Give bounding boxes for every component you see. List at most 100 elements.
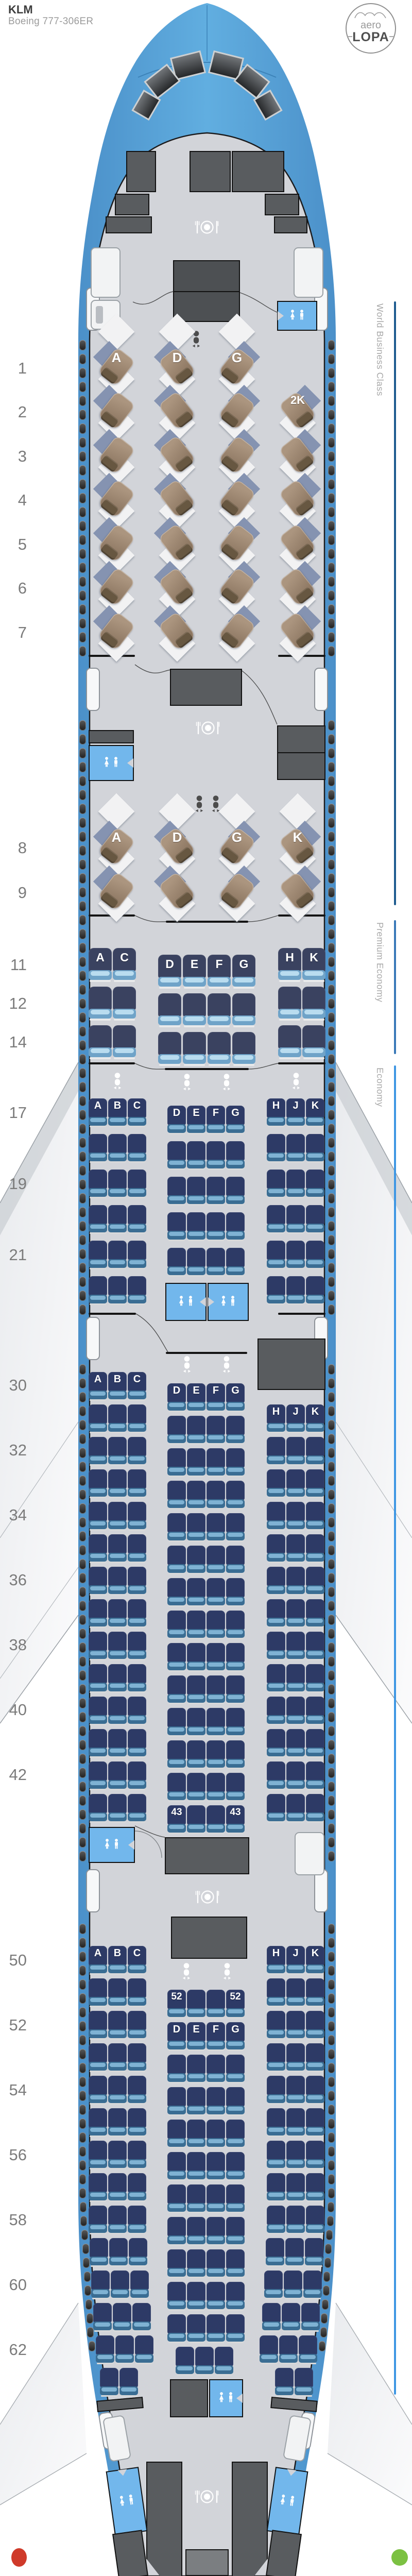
seat-31J[interactable]: J (286, 1404, 305, 1433)
seat-41E[interactable] (187, 1740, 205, 1769)
seat-53G[interactable]: G (226, 2022, 245, 2051)
seat-9G[interactable] (217, 865, 261, 922)
seat-22K[interactable] (306, 1276, 324, 1305)
seat-54E[interactable] (187, 2055, 205, 2083)
seat-6G[interactable] (217, 561, 261, 618)
seat-54F[interactable] (207, 2055, 225, 2083)
seat-50H[interactable]: H (267, 1946, 285, 1975)
seat-55D[interactable] (167, 2087, 186, 2116)
seat-7K[interactable] (278, 605, 321, 662)
seat-61K[interactable] (301, 2303, 320, 2332)
seat-52E[interactable] (187, 1990, 205, 2019)
seat-59H[interactable] (266, 2238, 284, 2267)
seat-50A[interactable]: A (89, 1946, 107, 1975)
seat-56B[interactable] (108, 2141, 127, 2170)
seat-11H[interactable]: H (278, 948, 301, 982)
seat-53F[interactable]: F (207, 2022, 225, 2051)
seat-5A[interactable] (93, 517, 136, 574)
seat-60A[interactable] (91, 2270, 110, 2299)
seat-50J[interactable]: J (286, 1946, 305, 1975)
seat-53A[interactable] (89, 2043, 107, 2072)
seat-41J[interactable] (286, 1729, 305, 1758)
seat-60D[interactable] (167, 2249, 186, 2278)
seat-41A[interactable] (89, 1729, 107, 1758)
seat-42A[interactable] (89, 1761, 107, 1790)
seat-9D[interactable] (153, 865, 197, 922)
seat-52G[interactable]: 52 (226, 1990, 245, 2019)
seat-12D[interactable] (158, 993, 181, 1027)
seat-36E[interactable] (187, 1578, 205, 1607)
seat-12F[interactable] (208, 993, 231, 1027)
seat-36K[interactable] (306, 1567, 324, 1596)
seat-42J[interactable] (286, 1761, 305, 1790)
seat-19D[interactable] (167, 1177, 186, 1206)
seat-58G[interactable] (226, 2184, 245, 2213)
seat-11A[interactable]: A (89, 948, 112, 982)
seat-31E[interactable] (187, 1416, 205, 1445)
seat-60H[interactable] (264, 2270, 283, 2299)
seat-55G[interactable] (226, 2087, 245, 2116)
seat-61G[interactable] (226, 2282, 245, 2311)
seat-18F[interactable] (207, 1141, 225, 1170)
seat-19J[interactable] (286, 1170, 305, 1198)
seat-4K[interactable] (278, 472, 321, 530)
seat-17A[interactable]: A (89, 1098, 107, 1127)
seat-52D[interactable]: 52 (167, 1990, 186, 2019)
seat-37B[interactable] (108, 1599, 127, 1628)
seat-8A[interactable]: A (93, 820, 136, 877)
seat-33C[interactable] (128, 1469, 146, 1498)
seat-17F[interactable]: F (207, 1106, 225, 1134)
seat-34K[interactable] (306, 1502, 324, 1531)
seat-36G[interactable] (226, 1578, 245, 1607)
seat-43G[interactable]: 43 (226, 1805, 245, 1834)
seat-21A[interactable] (89, 1241, 107, 1269)
seat-62F[interactable] (207, 2314, 225, 2343)
seat-59B[interactable] (109, 2238, 128, 2267)
seat-63J[interactable] (275, 2368, 294, 2397)
seat-38A[interactable] (89, 1632, 107, 1660)
seat-38K[interactable] (306, 1632, 324, 1660)
seat-54D[interactable] (167, 2055, 186, 2083)
seat-37G[interactable] (226, 1611, 245, 1639)
seat-42G[interactable] (226, 1773, 245, 1802)
seat-21H[interactable] (267, 1241, 285, 1269)
seat-38E[interactable] (187, 1643, 205, 1672)
seat-57A[interactable] (89, 2173, 107, 2202)
seat-58D[interactable] (167, 2184, 186, 2213)
seat-40K[interactable] (306, 1697, 324, 1725)
seat-39K[interactable] (306, 1664, 324, 1693)
seat-58C[interactable] (128, 2206, 146, 2234)
seat-52C[interactable] (128, 2011, 146, 2040)
seat-54A[interactable] (89, 2076, 107, 2105)
seat-35F[interactable] (207, 1546, 225, 1574)
seat-35B[interactable] (108, 1534, 127, 1563)
seat-58A[interactable] (89, 2206, 107, 2234)
seat-61F[interactable] (207, 2282, 225, 2311)
seat-42H[interactable] (267, 1761, 285, 1790)
seat-56C[interactable] (128, 2141, 146, 2170)
seat-43F[interactable] (207, 1805, 225, 1834)
seat-31C[interactable] (128, 1404, 146, 1433)
seat-19C[interactable] (128, 1170, 146, 1198)
seat-40F[interactable] (207, 1708, 225, 1737)
seat-20J[interactable] (286, 1205, 305, 1234)
seat-39F[interactable] (207, 1675, 225, 1704)
seat-61C[interactable] (132, 2303, 151, 2332)
seat-53K[interactable] (306, 2043, 324, 2072)
seat-19H[interactable] (267, 1170, 285, 1198)
seat-60K[interactable] (303, 2270, 322, 2299)
seat-19E[interactable] (187, 1177, 205, 1206)
seat-30G[interactable]: G (226, 1383, 245, 1412)
seat-30C[interactable]: C (128, 1372, 146, 1401)
seat-32C[interactable] (128, 1437, 146, 1466)
seat-2D[interactable] (153, 384, 197, 442)
seat-54C[interactable] (128, 2076, 146, 2105)
seat-32G[interactable] (226, 1448, 245, 1477)
seat-54K[interactable] (306, 2076, 324, 2105)
seat-59A[interactable] (90, 2238, 108, 2267)
seat-51A[interactable] (89, 1978, 107, 2007)
seat-20C[interactable] (128, 1205, 146, 1234)
seat-60J[interactable] (284, 2270, 302, 2299)
seat-57K[interactable] (306, 2173, 324, 2202)
seat-12H[interactable] (278, 987, 301, 1021)
